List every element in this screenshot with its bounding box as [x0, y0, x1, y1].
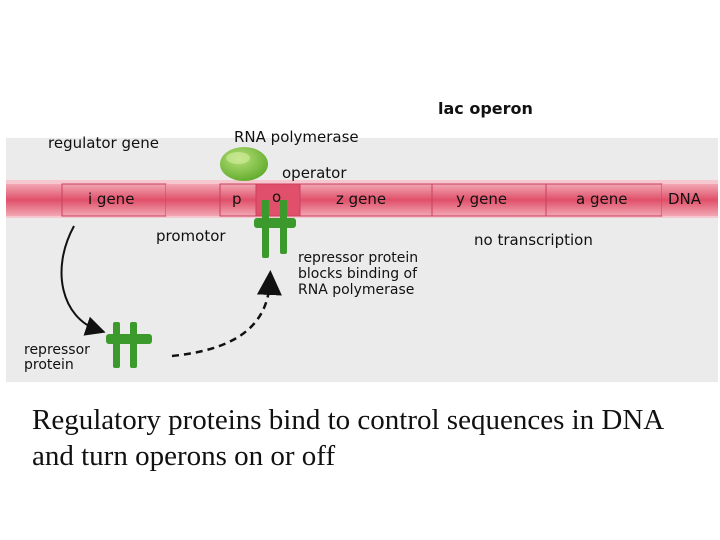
dna-segment-a-gene	[545, 183, 663, 217]
caption-text: Regulatory proteins bind to control sequ…	[32, 404, 663, 472]
y-gene-label: y gene	[456, 190, 508, 208]
rna-polymerase-highlight	[226, 152, 250, 164]
i-gene-label: i gene	[88, 190, 135, 208]
free-repressor-shape	[106, 322, 152, 368]
repressor-protein-line-2: protein	[24, 357, 74, 373]
z-gene-label: z gene	[336, 190, 387, 208]
dna-right-end	[662, 184, 718, 216]
repressor-blocks-line-2: blocks binding of	[298, 266, 418, 282]
promotor-segment-label: p	[232, 190, 242, 208]
regulator-gene-label: regulator gene	[48, 134, 159, 152]
operator-label: operator	[282, 164, 347, 182]
operator-segment-label: o	[272, 188, 282, 206]
binding-arrow	[171, 270, 282, 358]
repressor-blocks-line-3: RNA polymerase	[298, 282, 415, 298]
dna-segment-z-gene	[299, 183, 433, 217]
dna-label: DNA	[668, 190, 702, 208]
a-gene-label: a gene	[576, 190, 628, 208]
repressor-blocks-line-1: repressor protein	[298, 250, 419, 266]
rna-polymerase-label: RNA polymerase	[234, 128, 359, 146]
synthesis-arrow	[60, 225, 106, 336]
repressor-protein-label: repressor protein	[24, 343, 90, 373]
dna-segment-promotor	[219, 183, 257, 217]
bound-repressor-shape	[254, 200, 296, 258]
dna-left-end	[6, 184, 62, 216]
no-transcription-label: no transcription	[474, 231, 593, 249]
dna-segment-y-gene	[431, 183, 547, 217]
rna-polymerase-shape	[220, 147, 268, 181]
repressor-protein-line-1: repressor	[24, 342, 90, 358]
promotor-label: promotor	[156, 227, 226, 245]
repressor-blocks-note: repressor protein blocks binding of RNA …	[298, 250, 418, 298]
dna-spacer	[166, 184, 220, 216]
diagram-title: lac operon	[438, 99, 533, 118]
